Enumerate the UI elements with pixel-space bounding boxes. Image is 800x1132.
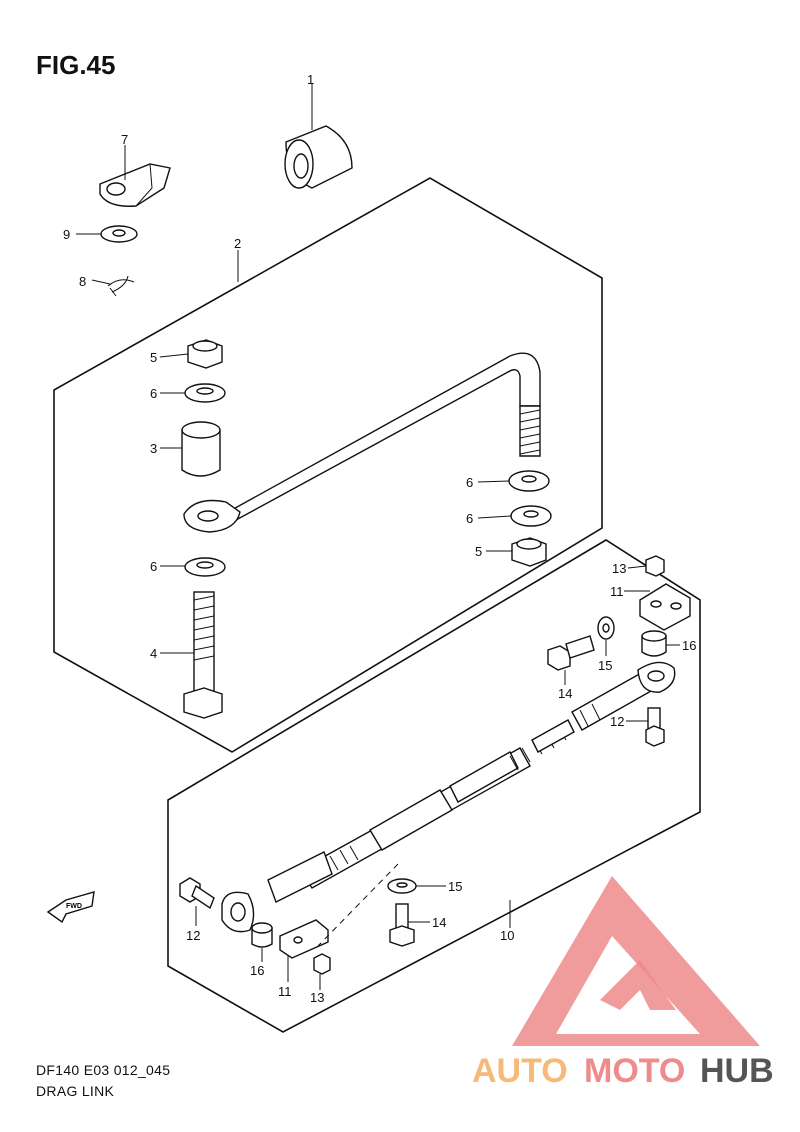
callout-12-upper: 12 — [610, 714, 624, 729]
watermark-triangle-icon — [512, 876, 760, 1046]
callout-9: 9 — [63, 227, 70, 242]
watermark-text-moto: MOTO — [584, 1052, 685, 1090]
watermark-text-auto: AUTO — [472, 1052, 568, 1090]
part-washer-right-1 — [508, 470, 550, 492]
part-washer-15a — [597, 616, 615, 640]
part-washer-upper — [184, 383, 226, 403]
callout-labels: 1 7 9 8 2 5 6 3 6 6 5 6 4 13 11 16 15 14… — [63, 72, 696, 1005]
part-tie-rod — [221, 661, 676, 933]
part-bolt-12b — [179, 877, 215, 910]
callout-1: 1 — [307, 72, 314, 87]
part-bolt-14a — [547, 635, 595, 671]
part-washer-lower — [184, 557, 226, 577]
part-nut-13b — [313, 953, 331, 975]
callout-16-lower: 16 — [250, 963, 264, 978]
watermark-text-hub: HUB — [700, 1052, 774, 1090]
fwd-arrow-icon: FWD — [46, 891, 95, 924]
assembly-axis-dashed — [317, 863, 399, 947]
callout-13-lower: 13 — [310, 990, 324, 1005]
callout-5-upper: 5 — [150, 350, 157, 365]
part-bolt-12a — [645, 707, 665, 747]
callout-14-upper: 14 — [558, 686, 572, 701]
callout-16-upper: 16 — [682, 638, 696, 653]
callout-6-lower: 6 — [150, 559, 157, 574]
callout-14-lower: 14 — [432, 915, 446, 930]
part-bolt-long — [183, 591, 223, 719]
callout-7: 7 — [121, 132, 128, 147]
callout-10: 10 — [500, 928, 514, 943]
watermark-logo: AUTO MOTO HUB — [472, 876, 774, 1090]
callout-3: 3 — [150, 441, 157, 456]
callout-11-lower: 11 — [278, 984, 292, 999]
leader-lines — [76, 84, 680, 990]
part-spacer-16b — [251, 922, 273, 948]
part-clip-pin — [107, 275, 135, 297]
part-collar — [181, 421, 221, 477]
callout-15-upper: 15 — [598, 658, 612, 673]
callout-15-lower: 15 — [448, 879, 462, 894]
part-bracket-11b — [279, 919, 329, 959]
callout-13-upper: 13 — [612, 561, 626, 576]
callout-2: 2 — [234, 236, 241, 251]
part-bushing — [284, 125, 353, 189]
callout-8: 8 — [79, 274, 86, 289]
part-bolt-14b — [389, 903, 415, 947]
callout-12-lower: 12 — [186, 928, 200, 943]
part-washer-right-2 — [510, 505, 552, 527]
callout-6-right-2: 6 — [466, 511, 473, 526]
part-lever — [99, 163, 171, 207]
assembly-frame-upper — [53, 177, 603, 753]
part-spacer-16a — [641, 630, 667, 657]
callout-11-upper: 11 — [610, 584, 624, 599]
callout-6-upper: 6 — [150, 386, 157, 401]
part-nut-13a — [645, 555, 665, 577]
fwd-label: FWD — [66, 903, 82, 910]
figure-code: DF140 E03 012_045 — [36, 1062, 171, 1078]
part-washer-15b — [387, 878, 417, 894]
part-drag-link-rod — [183, 352, 541, 533]
figure-title: FIG.45 — [36, 50, 116, 80]
part-washer-small — [100, 225, 138, 243]
callout-6-right-1: 6 — [466, 475, 473, 490]
part-nut-right — [511, 537, 547, 567]
part-bracket-11a — [639, 583, 691, 631]
callout-4: 4 — [150, 646, 157, 661]
assembly-frame-lower — [167, 539, 701, 1033]
figure-caption: DRAG LINK — [36, 1083, 115, 1099]
part-nut-upper — [187, 339, 223, 369]
callout-5-right: 5 — [475, 544, 482, 559]
